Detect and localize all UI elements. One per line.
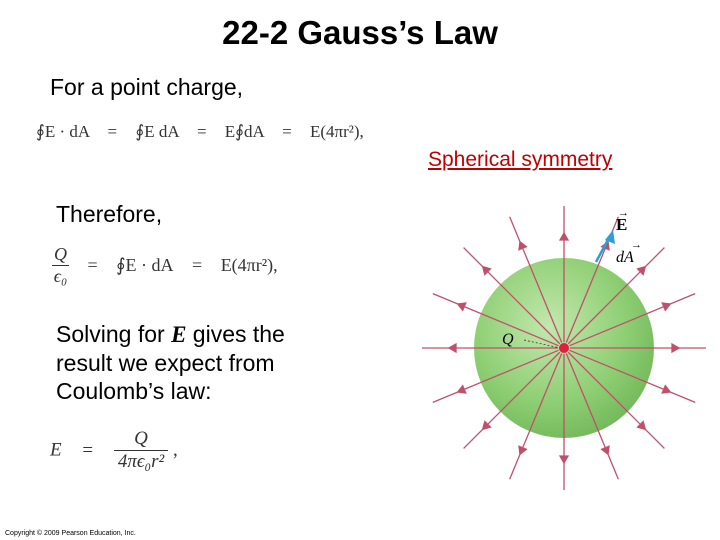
eq1-lhs: ∮E · dA <box>36 122 90 141</box>
solving-var-E: E <box>171 322 187 347</box>
solving-line-2: result we expect from <box>56 350 275 376</box>
eq2-term3: E(4πr²), <box>220 255 278 275</box>
field-line <box>565 353 619 480</box>
field-line-arrowhead <box>518 240 528 251</box>
slide-title: 22-2 Gauss’s Law <box>222 14 498 51</box>
eq2-equals-b: = <box>192 255 203 275</box>
eq3-lhs: E <box>50 439 62 461</box>
solving-line-1: Solving for E gives the <box>56 320 285 349</box>
field-line-arrowhead <box>636 420 647 431</box>
label-dA: dA <box>616 249 634 266</box>
field-line-arrowhead <box>447 342 457 354</box>
field-line-arrowhead <box>518 445 528 456</box>
field-line-arrowhead <box>456 384 467 394</box>
eq1-term4: E(4πr²), <box>309 122 364 141</box>
field-line-arrowhead <box>558 455 570 465</box>
solving-paragraph: Solving for E gives the result we expect… <box>56 320 285 405</box>
eq2-numerator: Q <box>52 244 69 266</box>
svg-text:→: → <box>631 239 642 251</box>
equation-coulomb: E = Q 4πϵ₀r² , <box>50 428 178 473</box>
eq3-denominator: 4πϵ₀r² <box>117 451 165 472</box>
eq1-term3: E∮dA <box>224 122 264 141</box>
copyright-notice: Copyright © 2009 Pearson Education, Inc. <box>5 530 136 537</box>
therefore-text: Therefore, <box>56 201 163 227</box>
solving-suffix: gives the <box>186 321 285 347</box>
svg-text:→: → <box>618 207 629 219</box>
solving-line-3: Coulomb’s law: <box>56 378 212 404</box>
label-E: E <box>616 215 627 234</box>
field-line-arrowhead <box>671 342 681 354</box>
field-line-arrowhead <box>661 302 672 312</box>
solving-prefix: Solving for <box>56 321 172 347</box>
field-line <box>432 349 559 403</box>
eq1-equals-c: = <box>282 122 292 141</box>
equation-flux-integral: ∮E · dA = ∮E dA = E∮dA = E(4πr²), <box>36 122 364 142</box>
intro-text: For a point charge, <box>50 74 244 100</box>
field-line <box>567 247 665 345</box>
field-line-arrowhead <box>600 445 610 456</box>
eq2-term2: ∮E · dA <box>116 255 174 275</box>
spherical-symmetry-diagram: E → dA → Q <box>422 206 706 490</box>
eq2-fraction: Q ϵ₀ <box>52 244 69 287</box>
area-vector-E <box>594 230 615 263</box>
field-line <box>509 216 563 343</box>
field-line <box>432 293 559 347</box>
field-line-arrowhead <box>558 231 570 241</box>
eq3-numerator: Q <box>113 428 169 451</box>
label-Q: Q <box>502 331 514 348</box>
eq2-equals-a: = <box>87 255 98 275</box>
field-line <box>509 353 563 480</box>
field-line-arrowhead <box>636 265 647 276</box>
field-line <box>567 351 665 449</box>
field-line <box>463 351 561 449</box>
eq1-equals-a: = <box>107 122 118 141</box>
eq3-equals: = <box>82 439 94 461</box>
eq2-denominator: ϵ₀ <box>53 266 68 286</box>
field-line-arrowhead <box>661 384 672 394</box>
field-line <box>463 247 561 345</box>
spherical-symmetry-link[interactable]: Spherical symmetry <box>428 148 613 171</box>
eq1-equals-b: = <box>196 122 207 141</box>
equation-gauss-result: Q ϵ₀ = ∮E · dA = E(4πr²), <box>52 244 278 287</box>
point-charge <box>559 343 569 353</box>
field-line <box>569 293 696 347</box>
field-line-arrowhead <box>481 420 492 431</box>
field-line-arrowhead <box>456 302 467 312</box>
eq3-fraction: Q 4πϵ₀r² <box>113 428 169 473</box>
field-line <box>569 349 696 403</box>
field-lines <box>422 206 706 490</box>
field-line-arrowhead <box>481 265 492 276</box>
eq1-term2: ∮E dA <box>135 122 179 141</box>
